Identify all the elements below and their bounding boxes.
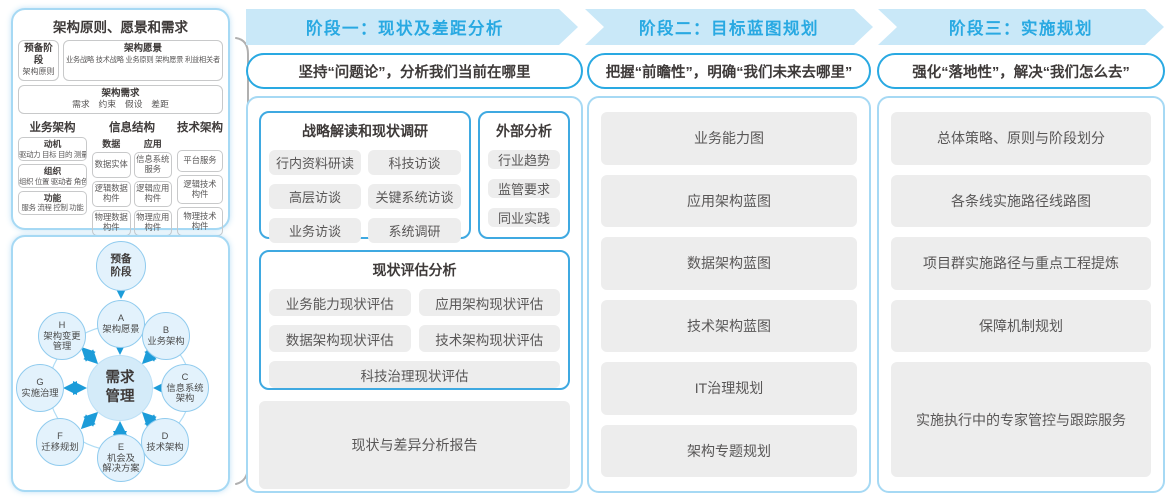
chip-key-system-interview: 关键系统访谈 [368,184,461,209]
node-c-information-system-architecture: C 信息系统 架构 [161,364,209,412]
function-box: 功能 服务 流程 控制 功能 [18,190,87,215]
motivation-box: 动机 驱动力 目标 目的 测量 [18,137,87,162]
business-architecture-column: 业务架构 动机 驱动力 目标 目的 测量 组织 组织 位置 驱动者 角色 功能 … [18,119,87,239]
adm-cycle-panel: 预备 阶段 A 架构愿景 B 业务架构 C 信息系统 架构 D 技术架构 E 机… [11,235,230,492]
chip-architecture-special-planning: 架构专题规划 [601,424,857,477]
node-b-business-architecture: B 业务架构 [142,312,190,360]
phase2-slogan: 把握“前瞻性”，明确“我们未来去哪里” [587,53,871,89]
chip-program-path-key-projects: 项目群实施路径与重点工程提炼 [891,237,1151,290]
external-analysis-title: 外部分析 [496,123,552,139]
architecture-vision-box: 架构愿景 业务战略 技术战略 业务原则 架构愿景 利益相关者 [63,40,223,81]
logical-app-chip: 逻辑应用 构件 [133,181,172,208]
node-d-technical-architecture: D 技术架构 [141,418,189,466]
vision-title: 架构愿景 [123,43,162,54]
motivation-title: 动机 [43,139,62,150]
chip-line-implementation-roadmap: 各条线实施路径线路图 [891,174,1151,228]
chip-peer-practice: 同业实践 [488,208,560,227]
assessment-title: 现状评估分析 [372,262,457,278]
prep-phase-sub: 架构原则 [22,66,55,76]
organization-sub: 组织 位置 驱动者 角色 [19,176,87,186]
physical-data-chip: 物理数据 构件 [92,210,131,237]
external-analysis-group: 外部分析 行业趋势 监管要求 同业实践 [478,111,570,239]
physical-app-chip: 物理应用 构件 [133,210,172,237]
function-title: 功能 [43,192,62,203]
prep-phase-box: 预备阶段 架构原则 [18,40,59,81]
requirements-title: 架构需求 [101,87,140,99]
chip-gap-analysis-report: 现状与差异分析报告 [259,401,570,489]
chip-application-architecture-assessment: 应用架构现状评估 [418,289,560,316]
info-system-service-chip: 信息系统 服务 [133,152,172,179]
architecture-requirements-box: 架构需求 需求 约束 假设 差距 [18,84,223,115]
organization-title: 组织 [43,166,62,177]
requirements-sub: 需求 约束 假设 差距 [72,99,169,110]
chip-business-capability-map: 业务能力图 [601,112,857,165]
chip-internal-material-study: 行内资料研读 [269,150,361,175]
phase1-column: 战略解读和现状调研 行内资料研读 科技访谈 高层访谈 关键系统访谈 业务访谈 系… [246,96,583,493]
chip-data-architecture-blueprint: 数据架构蓝图 [601,237,857,290]
framework-title: 架构原则、愿景和需求 [53,20,188,35]
strategy-research-title: 战略解读和现状调研 [302,123,428,139]
chip-system-research: 系统调研 [368,218,461,243]
framework-top-row: 预备阶段 架构原则 架构愿景 业务战略 技术战略 业务原则 架构愿景 利益相关者 [18,40,223,81]
logical-tech-chip: 逻辑技术 构件 [177,175,223,205]
phase3-band: 阶段三：实施规划 [878,9,1164,45]
prep-phase-title: 预备阶段 [24,43,53,66]
node-h-architecture-change-management: H 架构变更 管理 [38,312,86,360]
node-requirements-management: 需求 管理 [87,355,153,421]
architecture-framework-panel: 架构原则、愿景和需求 预备阶段 架构原则 架构愿景 业务战略 技术战略 业务原则… [11,8,230,283]
physical-tech-chip: 物理技术 构件 [177,207,223,237]
node-preliminary: 预备 阶段 [96,241,146,291]
technical-architecture-column: 技术架构 平台服务 逻辑技术 构件 物理技术 构件 [177,119,223,239]
business-architecture-header: 业务架构 [29,122,76,135]
chip-expert-control-tracking-service: 实施执行中的专家管控与跟踪服务 [891,362,1151,478]
phase1-band: 阶段一：现状及差距分析 [246,9,578,45]
vision-sub: 业务战略 技术战略 业务原则 架构愿景 利益相关者 [66,54,220,64]
chip-business-capability-assessment: 业务能力现状评估 [269,289,411,316]
node-g-implementation-governance: G 实施治理 [16,364,64,412]
chip-regulatory-requirements: 监管要求 [488,179,560,198]
chip-application-architecture-blueprint: 应用架构蓝图 [601,174,857,227]
chip-safeguard-mechanism-planning: 保障机制规划 [891,299,1151,353]
framework-middle-row: 业务架构 动机 驱动力 目标 目的 测量 组织 组织 位置 驱动者 角色 功能 … [18,119,223,239]
node-f-migration-planning: F 迁移规划 [36,418,84,466]
chip-technical-architecture-blueprint: 技术架构蓝图 [601,299,857,352]
logical-data-chip: 逻辑数据 构件 [92,181,131,208]
current-state-assessment-group: 现状评估分析 业务能力现状评估 应用架构现状评估 数据架构现状评估 技术架构现状… [259,250,570,390]
chip-tech-interview: 科技访谈 [368,150,461,175]
chip-it-governance-assessment: 科技治理现状评估 [269,361,560,388]
node-e-opportunities-solutions: E 机会及 解决方案 [97,434,145,482]
application-header: 应用 [143,139,162,150]
function-sub: 服务 流程 控制 功能 [21,203,84,213]
chip-it-governance-planning: IT治理规划 [601,362,857,415]
data-subcolumn: 数据 数据实体 逻辑数据 构件 物理数据 构件 [92,137,131,239]
motivation-sub: 驱动力 目标 目的 测量 [19,149,87,159]
strategy-research-group: 战略解读和现状调研 行内资料研读 科技访谈 高层访谈 关键系统访谈 业务访谈 系… [259,111,471,243]
platform-service-chip: 平台服务 [177,150,223,173]
technical-architecture-header: 技术架构 [177,122,223,135]
phase1-slogan: 坚持“问题论”，分析我们当前在哪里 [246,53,583,89]
chip-technical-architecture-assessment: 技术架构现状评估 [418,325,560,352]
information-structure-header: 信息结构 [109,122,155,135]
data-entity-chip: 数据实体 [92,152,131,179]
chip-data-architecture-assessment: 数据架构现状评估 [269,325,411,352]
node-a-architecture-vision: A 架构愿景 [97,300,145,348]
chip-business-interview: 业务访谈 [269,218,361,243]
phase2-band: 阶段二：目标蓝图规划 [585,9,873,45]
chip-executive-interview: 高层访谈 [269,184,361,209]
information-structure-column: 信息结构 数据 数据实体 逻辑数据 构件 物理数据 构件 应用 信息系统 服务 … [92,119,172,239]
chip-industry-trends: 行业趋势 [488,150,560,169]
phase3-column: 总体策略、原则与阶段划分 各条线实施路径线路图 项目群实施路径与重点工程提炼 保… [877,96,1165,493]
phase3-slogan: 强化“落地性”，解决“我们怎么去” [877,53,1165,89]
phase2-column: 业务能力图 应用架构蓝图 数据架构蓝图 技术架构蓝图 IT治理规划 架构专题规划 [587,96,871,493]
chip-overall-strategy-phasing: 总体策略、原则与阶段划分 [891,112,1151,165]
application-subcolumn: 应用 信息系统 服务 逻辑应用 构件 物理应用 构件 [133,137,172,239]
organization-box: 组织 组织 位置 驱动者 角色 [18,164,87,188]
data-header: 数据 [102,139,121,150]
